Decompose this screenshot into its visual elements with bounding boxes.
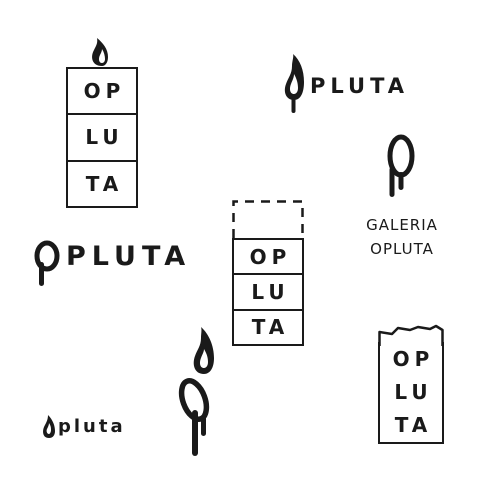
logo-candle-torn: OP LU TA bbox=[378, 324, 444, 444]
logo-lowercase: pluta bbox=[40, 414, 150, 444]
gallery-line-2: OPLUTA bbox=[370, 240, 434, 258]
drip-o-icon bbox=[387, 134, 415, 197]
candle-row: TA bbox=[394, 413, 433, 438]
candle-row: LU bbox=[68, 113, 136, 159]
drip-o-icon bbox=[34, 240, 60, 286]
flame-drip-icon bbox=[284, 54, 304, 113]
logo-candle-dashed: OP LU TA bbox=[232, 200, 304, 346]
wordmark-text: pluta bbox=[58, 416, 126, 437]
logo-flame-wordmark: PLUTA bbox=[282, 52, 422, 114]
candle-row: OP bbox=[249, 244, 292, 269]
logo-candle-flame: OP LU TA bbox=[66, 30, 138, 208]
flame-icon bbox=[92, 38, 108, 66]
candle-box: OP LU TA bbox=[378, 342, 444, 444]
candle-row: TA bbox=[68, 159, 136, 206]
candle-box: OP LU TA bbox=[232, 238, 304, 346]
logo-gallery: GALERIA OPLUTA bbox=[360, 132, 444, 266]
candle-row: LU bbox=[394, 379, 433, 404]
candle-row: LU bbox=[234, 273, 302, 308]
candle-box: OP LU TA bbox=[66, 67, 138, 208]
logo-torch bbox=[176, 324, 220, 458]
gallery-line-1: GALERIA bbox=[366, 216, 438, 234]
candle-row: OP bbox=[83, 79, 126, 104]
candle-row: OP bbox=[392, 346, 435, 371]
dashed-outline bbox=[232, 200, 304, 238]
flame-o-icon bbox=[43, 415, 55, 438]
torn-top-outline bbox=[378, 324, 444, 346]
candle-row: TA bbox=[234, 308, 302, 344]
torch-icon bbox=[178, 327, 214, 456]
wordmark-text: PLUTA bbox=[66, 241, 192, 272]
wordmark-text: PLUTA bbox=[310, 74, 410, 98]
logo-large-wordmark: PLUTA bbox=[34, 238, 214, 290]
